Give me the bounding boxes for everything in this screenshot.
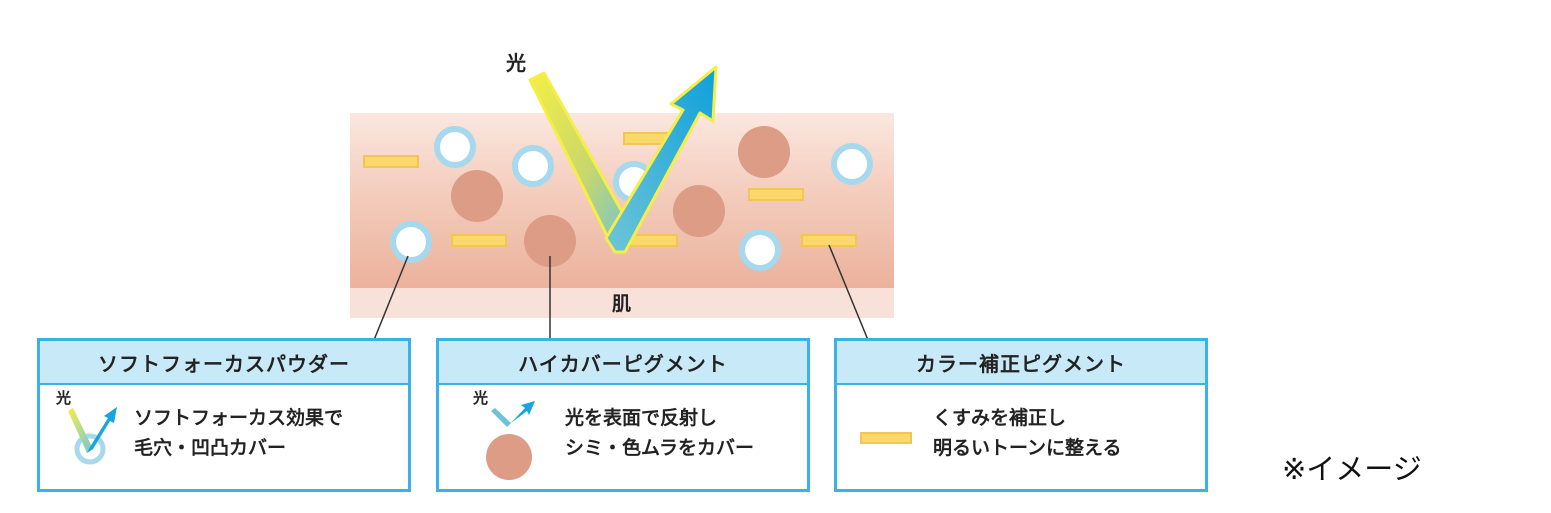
card-title: カラー補正ピグメント: [837, 341, 1205, 385]
card-body: くすみを補正し 明るいトーンに整える: [837, 385, 1205, 491]
card-body: 光 光を表面で反射し シミ・色ムラをカバー: [439, 385, 807, 491]
description-line: 毛穴・凹凸カバー: [134, 437, 287, 459]
skin-base-layer: [350, 288, 894, 318]
leader-line-powder: [373, 255, 409, 341]
color-correction-icon: [860, 432, 912, 444]
light-ray: [528, 65, 718, 254]
cover-pigment: [524, 215, 576, 267]
card-title: ソフトフォーカスパウダー: [40, 341, 408, 385]
pigment-bar: [363, 155, 419, 168]
pigment-bar: [748, 188, 804, 201]
powder-particle: [512, 145, 554, 187]
cover-pigment: [451, 170, 503, 222]
reflected-light-arrow: [604, 65, 718, 254]
card-body: 光 ソフトフォーカス効果で 毛穴・凹凸カバー: [40, 385, 408, 491]
card-description: くすみを補正し 明るいトーンに整える: [933, 403, 1121, 463]
description-line: 光を表面で反射し: [565, 407, 718, 429]
image-note: ※イメージ: [1282, 452, 1422, 486]
soft-focus-icon: [68, 407, 117, 465]
card-soft-focus-powder: ソフトフォーカスパウダー 光 ソフトフォーカス効果で 毛穴・凹凸カバー: [37, 338, 411, 492]
description-line: シミ・色ムラをカバー: [565, 437, 755, 459]
skin-layer: [350, 113, 894, 288]
leader-line-color: [828, 244, 869, 341]
skin-label: 肌: [612, 293, 631, 315]
pigment-bar: [451, 234, 507, 247]
card-color-correction-pigment: カラー補正ピグメント くすみを補正し 明るいトーンに整える: [834, 338, 1208, 492]
card-description: 光を表面で反射し シミ・色ムラをカバー: [565, 403, 754, 463]
mini-light-label: 光: [473, 389, 489, 407]
card-description: ソフトフォーカス効果で 毛穴・凹凸カバー: [134, 403, 343, 463]
card-high-cover-pigment: ハイカバーピグメント 光 光を表面で反射し シミ・色ムラをカバー: [436, 338, 810, 492]
powder-particle: [831, 143, 873, 185]
light-label: 光: [505, 51, 526, 75]
powder-particle: [390, 221, 432, 263]
powder-particle: [434, 126, 476, 168]
high-cover-pigments: [451, 126, 790, 267]
leader-lines: [373, 244, 869, 341]
description-line: くすみを補正し: [933, 407, 1067, 429]
mini-light-label: 光: [56, 389, 72, 407]
powder-particle: [739, 229, 781, 271]
description-line: ソフトフォーカス効果で: [134, 407, 344, 429]
cover-pigment: [738, 126, 790, 178]
pigment-bar: [801, 234, 857, 247]
high-cover-icon: [486, 401, 535, 480]
description-line: 明るいトーンに整える: [933, 437, 1122, 459]
cover-pigment: [673, 185, 725, 237]
card-title: ハイカバーピグメント: [439, 341, 807, 385]
